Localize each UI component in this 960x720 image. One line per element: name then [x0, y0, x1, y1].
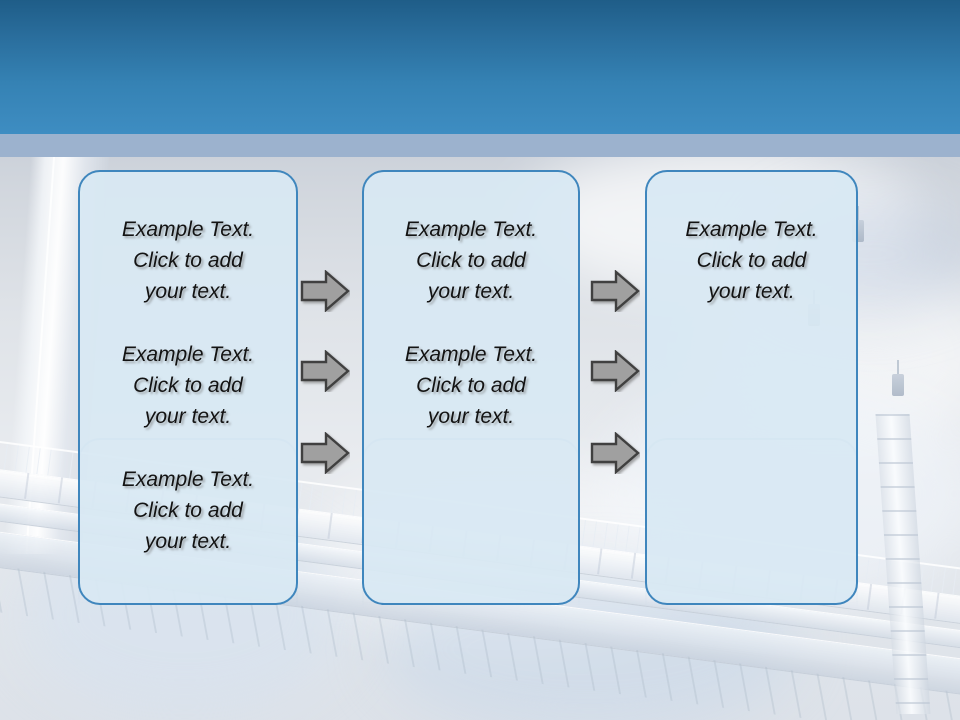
right-arrow-icon[interactable] [590, 432, 640, 474]
process-box-3[interactable]: Example Text. Click to add your text. [645, 170, 858, 605]
process-text[interactable]: Example Text. Click to add your text. [404, 218, 538, 303]
title-underband [0, 134, 960, 157]
title-banner [0, 0, 960, 134]
process-text[interactable]: Example Text. Click to add your text. [404, 343, 538, 428]
right-arrow-icon[interactable] [300, 270, 350, 312]
right-arrow-icon[interactable] [300, 432, 350, 474]
process-text[interactable]: Example Text. Click to add your text. [121, 468, 255, 553]
floodlight-icon [892, 360, 904, 396]
process-text[interactable]: Example Text. Click to add your text. [121, 343, 255, 428]
process-text[interactable]: Example Text. Click to add your text. [121, 218, 255, 303]
right-arrow-icon[interactable] [590, 350, 640, 392]
process-box-1[interactable]: Example Text. Click to add your text. Ex… [78, 170, 298, 605]
right-arrow-icon[interactable] [590, 270, 640, 312]
right-arrow-icon[interactable] [300, 350, 350, 392]
process-text[interactable]: Example Text. Click to add your text. [685, 218, 818, 303]
process-box-2[interactable]: Example Text. Click to add your text. Ex… [362, 170, 580, 605]
